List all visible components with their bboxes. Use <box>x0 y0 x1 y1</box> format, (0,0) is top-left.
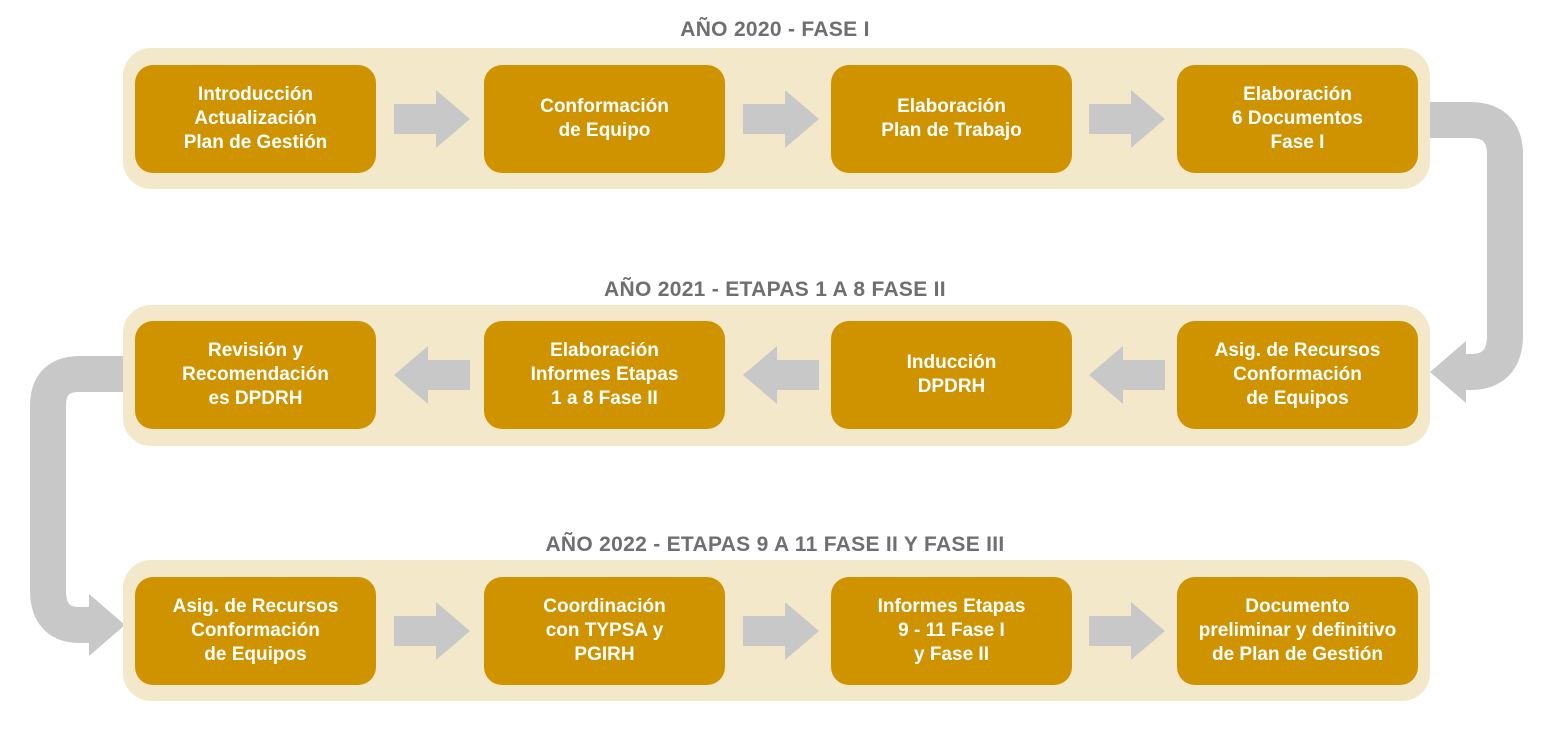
row-title-2020: AÑO 2020 - FASE I <box>680 18 870 41</box>
step-box: Asig. de Recursos Conformación de Equipo… <box>1177 321 1418 429</box>
step-box: Introducción Actualización Plan de Gesti… <box>135 65 376 173</box>
step-box: Informes Etapas 9 - 11 Fase I y Fase II <box>831 577 1072 685</box>
left-arrow-icon <box>743 346 819 404</box>
step-box: Elaboración 6 Documentos Fase I <box>1177 65 1418 173</box>
step-box: Revisión y Recomendación es DPDRH <box>135 321 376 429</box>
step-box: Conformación de Equipo <box>484 65 725 173</box>
row-title-2021: AÑO 2021 - ETAPAS 1 A 8 FASE II <box>604 278 946 301</box>
connector-row1-to-row2 <box>1430 102 1523 403</box>
right-arrow-icon <box>743 602 819 660</box>
connector-arrowhead <box>1430 341 1466 403</box>
right-arrow-icon <box>1089 90 1165 148</box>
step-box: Elaboración Informes Etapas 1 a 8 Fase I… <box>484 321 725 429</box>
row-title-2022: AÑO 2022 - ETAPAS 9 A 11 FASE II Y FASE … <box>545 533 1005 556</box>
connector-line <box>1430 102 1523 390</box>
step-box: Documento preliminar y definitivo de Pla… <box>1177 577 1418 685</box>
step-box: Asig. de Recursos Conformación de Equipo… <box>135 577 376 685</box>
right-arrow-icon <box>394 602 470 660</box>
right-arrow-icon <box>1089 602 1165 660</box>
left-arrow-icon <box>1089 346 1165 404</box>
connector-line <box>30 356 123 643</box>
connector-row2-to-row3 <box>30 356 125 656</box>
connector-arrowhead <box>89 594 125 656</box>
right-arrow-icon <box>743 90 819 148</box>
left-arrow-icon <box>394 346 470 404</box>
step-box: Inducción DPDRH <box>831 321 1072 429</box>
right-arrow-icon <box>394 90 470 148</box>
step-box: Coordinación con TYPSA y PGIRH <box>484 577 725 685</box>
step-box: Elaboración Plan de Trabajo <box>831 65 1072 173</box>
